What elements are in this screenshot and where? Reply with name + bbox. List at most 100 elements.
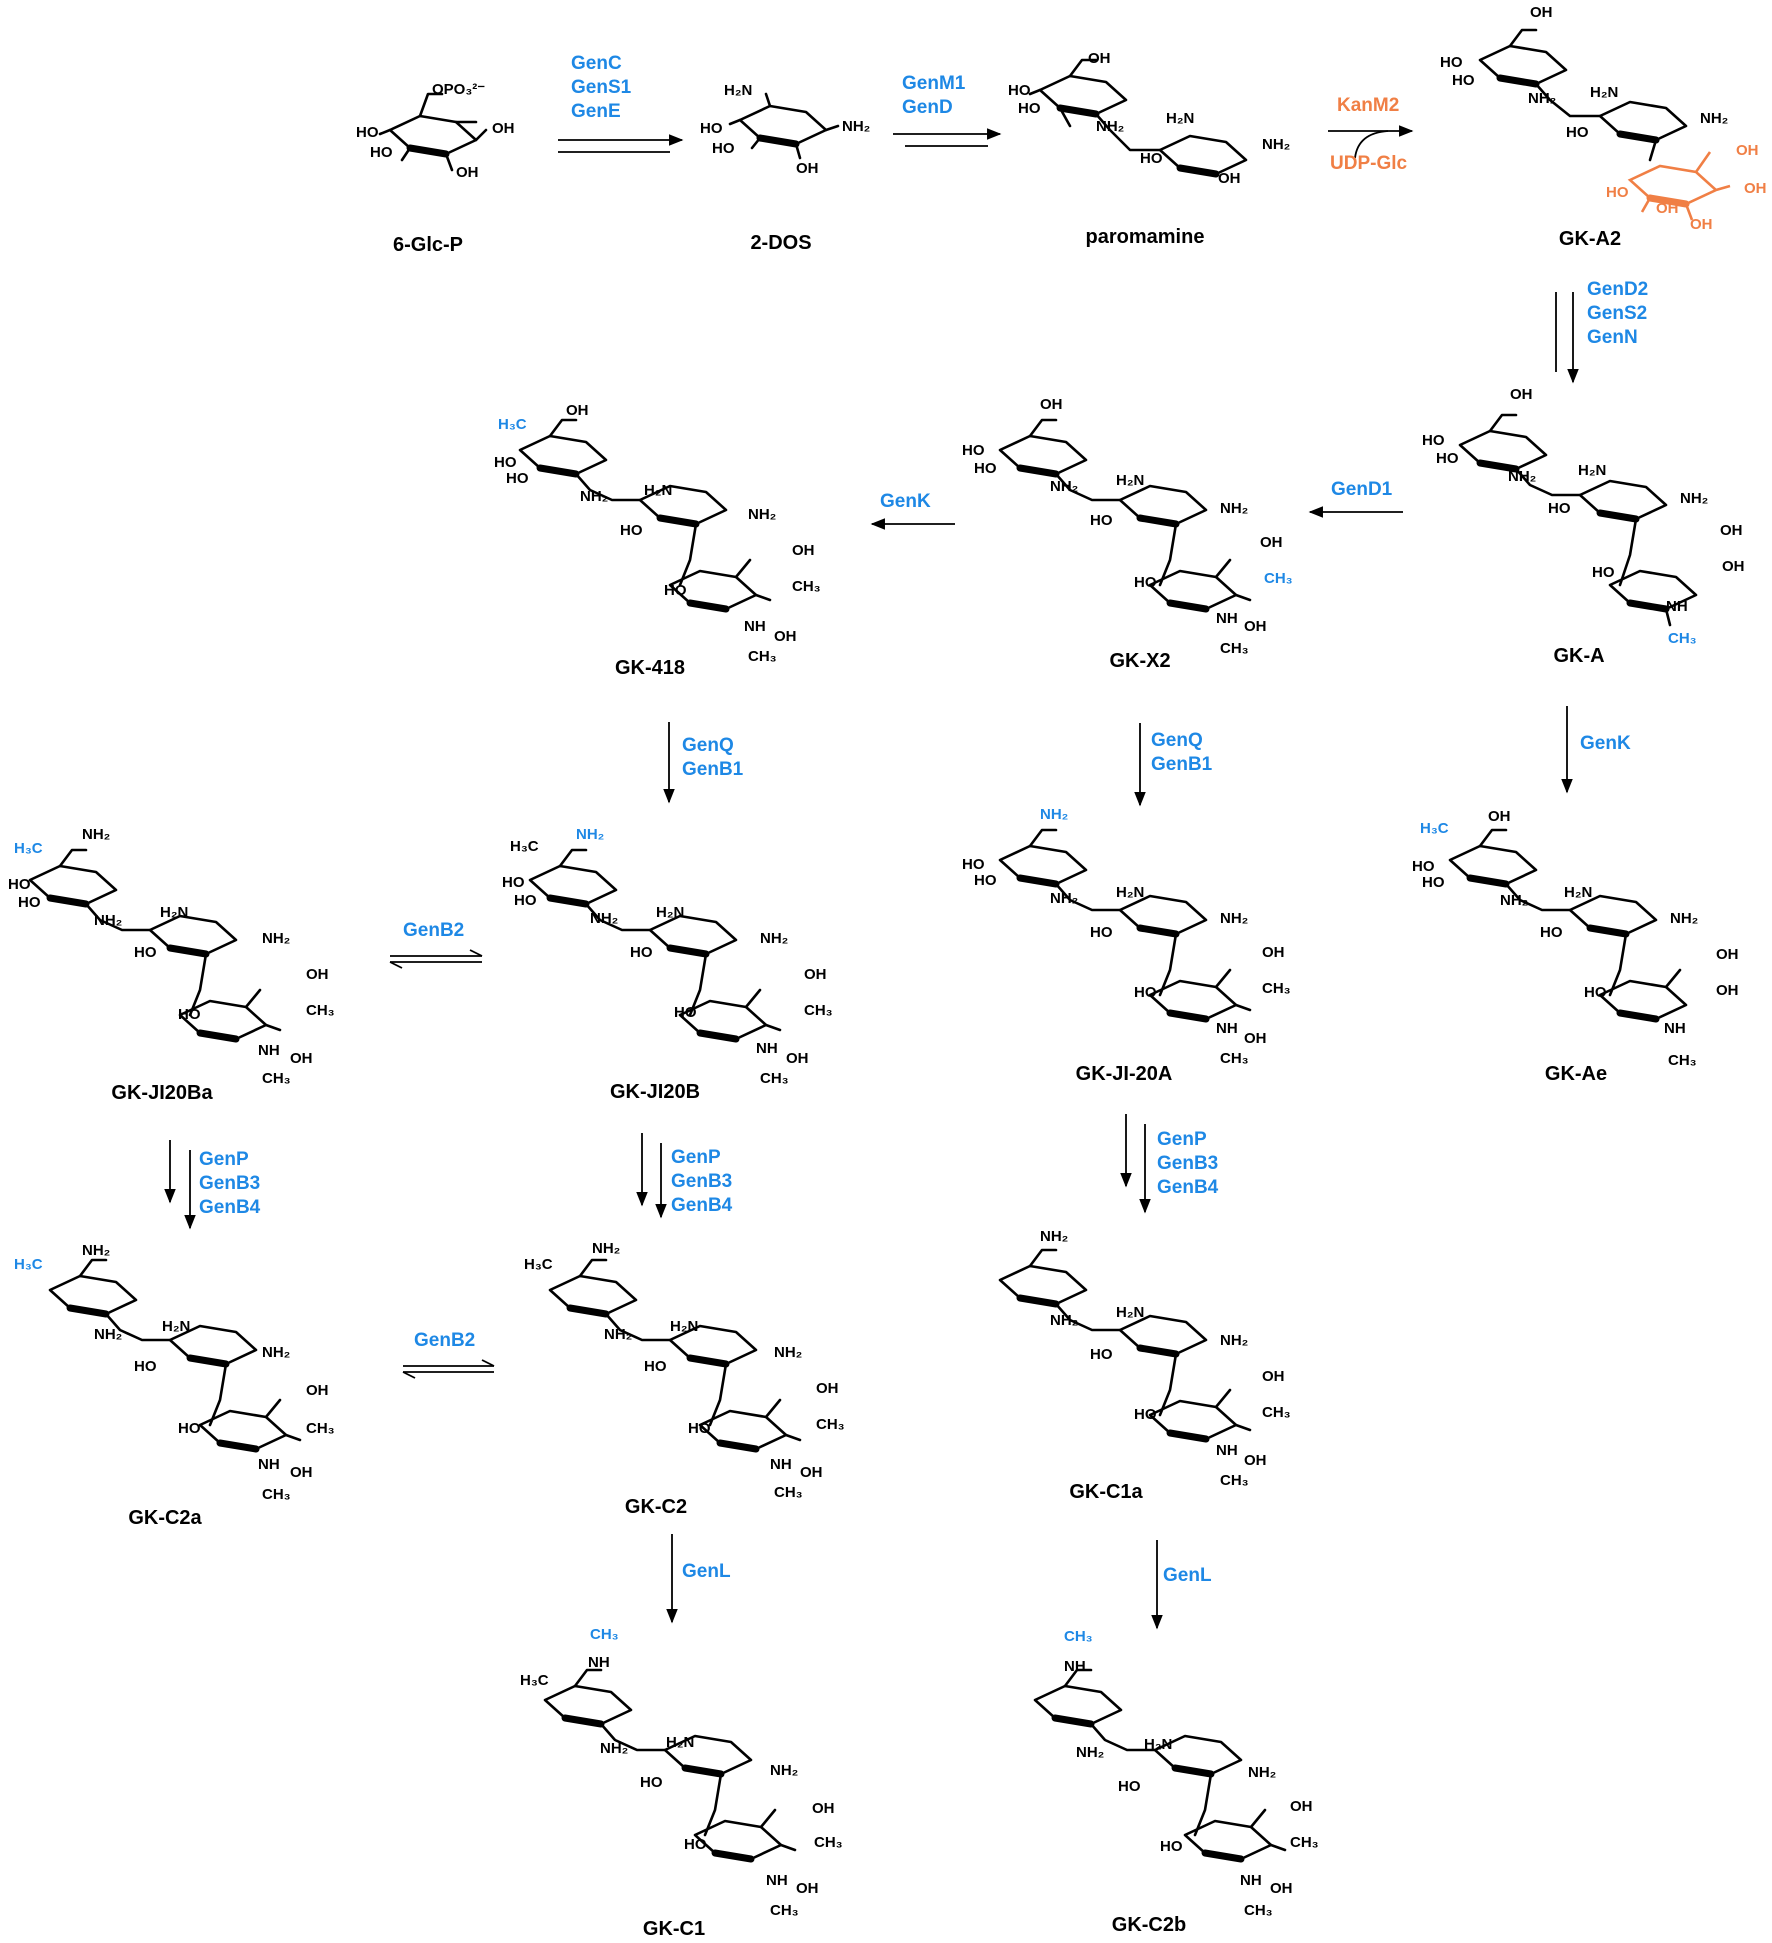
atom-label: HO xyxy=(1134,1406,1157,1423)
structure-gk-ae xyxy=(1450,828,1686,1019)
atom-label: CH₃ xyxy=(306,1420,335,1437)
atom-label: H₂N xyxy=(1116,1304,1145,1321)
atom-label: HO xyxy=(1412,858,1435,875)
atom-label: NH₂ xyxy=(82,1242,111,1259)
atom-label: H₂N xyxy=(724,82,753,99)
atom-label: OH xyxy=(290,1464,313,1481)
atom-label: HO xyxy=(962,856,985,873)
atom-label: NH₂ xyxy=(94,1326,123,1343)
enzyme-label-step12: GenP GenB3 GenB4 xyxy=(671,1147,733,1216)
atom-label: HO xyxy=(1440,54,1463,71)
atom-label: CH₃ xyxy=(262,1486,291,1503)
compound-label-gk-a2: GK-A2 xyxy=(1558,228,1622,250)
atom-label: CH₃ xyxy=(760,1070,789,1087)
atom-label: H₂N xyxy=(162,1318,191,1335)
atom-label: OH xyxy=(1488,808,1511,825)
atom-label: HO xyxy=(1008,82,1031,99)
atom-label: HO xyxy=(1548,500,1571,517)
atom-label: CH₃ xyxy=(814,1834,843,1851)
atom-label: CH₃ xyxy=(1064,1628,1093,1645)
enzyme-label-step14: GenB2 xyxy=(414,1330,476,1351)
atom-label: HO xyxy=(18,894,41,911)
atom-label: NH₂ xyxy=(1220,500,1249,517)
atom-label: HO xyxy=(620,522,643,539)
compound-label-gk-x2: GK-X2 xyxy=(1109,650,1171,672)
compound-label-6-glc-p: 6-Glc-P xyxy=(392,234,464,256)
atom-label: HO xyxy=(1134,574,1157,591)
compound-label-gk-418: GK-418 xyxy=(614,657,686,679)
atom-label: HO xyxy=(688,1420,711,1437)
atom-label: OH xyxy=(1716,982,1739,999)
atom-label: OH xyxy=(1744,180,1767,197)
atom-label: HO xyxy=(370,144,393,161)
atom-label: HO xyxy=(1090,512,1113,529)
atom-label: HO xyxy=(494,454,517,471)
atom-label: OH xyxy=(1262,944,1285,961)
atom-label: HO xyxy=(664,582,687,599)
atom-label: OH xyxy=(1722,558,1745,575)
atom-label: HO xyxy=(1160,1838,1183,1855)
atom-label: HO xyxy=(674,1004,697,1021)
compound-label-gk-a: GK-A xyxy=(1553,645,1605,667)
enzyme-label-step4: GenD2 GenS2 GenN xyxy=(1587,279,1649,348)
atom-label: H₃C xyxy=(510,838,539,855)
atom-label: HO xyxy=(974,872,997,889)
atom-label: HO xyxy=(134,944,157,961)
atom-label: NH₂ xyxy=(1050,478,1079,495)
structure-gk-a xyxy=(1460,413,1696,627)
atom-label: NH₂ xyxy=(94,912,123,929)
atom-label: NH₂ xyxy=(1262,136,1291,153)
atom-label: H₂N xyxy=(1116,472,1145,489)
structure-gk-c1 xyxy=(545,1668,797,1859)
arrow-c2a-c2-rev-head xyxy=(402,1371,416,1379)
atom-label: NH xyxy=(1064,1658,1086,1675)
atom-label: NH₂ xyxy=(770,1762,799,1779)
atom-label: HO xyxy=(178,1006,201,1023)
enzyme-label-step13: GenP GenB3 GenB4 xyxy=(1157,1129,1219,1198)
atom-label: H₂N xyxy=(160,904,189,921)
structure-gk-418 xyxy=(520,418,772,609)
enzyme-label-kanm2: KanM2 xyxy=(1337,95,1400,116)
atom-label: CH₃ xyxy=(748,648,777,665)
atom-label: CH₃ xyxy=(1220,640,1249,657)
atom-label: HO xyxy=(974,460,997,477)
atom-label: NH xyxy=(1664,1020,1686,1037)
atom-label: HO xyxy=(1606,184,1629,201)
atom-label: NH₂ xyxy=(1076,1744,1105,1761)
atom-label: NH xyxy=(766,1872,788,1889)
atom-label: OH xyxy=(1716,946,1739,963)
atom-label: H₂N xyxy=(1166,110,1195,127)
atom-label: H₃C xyxy=(498,416,527,433)
atom-label: CH₃ xyxy=(770,1902,799,1919)
atom-label: HO xyxy=(1422,874,1445,891)
compound-label-gk-ji20ba: GK-JI20Ba xyxy=(111,1082,213,1104)
atom-label: OH xyxy=(804,966,827,983)
atom-label: HO xyxy=(1592,564,1615,581)
atom-label: NH₂ xyxy=(592,1240,621,1257)
atom-label: NH₂ xyxy=(774,1344,803,1361)
atom-label: OH xyxy=(566,402,589,419)
atom-label: OH xyxy=(1244,1452,1267,1469)
arrow-ji20ba-ji20b-rev-head xyxy=(389,961,403,969)
structure-gk-c2b xyxy=(1035,1668,1287,1859)
atom-label: NH xyxy=(756,1040,778,1057)
atom-label: HO xyxy=(712,140,735,157)
atom-label: OH xyxy=(456,164,479,181)
enzyme-label-step9: GenQ GenB1 xyxy=(1151,730,1213,775)
atom-label: NH₂ xyxy=(1680,490,1709,507)
enzyme-label-step1: GenC GenS1 GenE xyxy=(571,53,632,122)
atom-label: OH xyxy=(796,1880,819,1897)
compound-label-gk-c2b: GK-C2b xyxy=(1111,1914,1187,1936)
atom-label: HO xyxy=(502,874,525,891)
atom-label: NH xyxy=(258,1042,280,1059)
atom-label: OPO₃²⁻ xyxy=(432,81,486,98)
atom-label: HO xyxy=(356,124,379,141)
enzyme-label-step15: GenL xyxy=(682,1561,731,1582)
atom-label: H₃C xyxy=(14,1256,43,1273)
enzyme-label-step16: GenL xyxy=(1163,1565,1212,1586)
arrow-udpglc-curve xyxy=(1354,130,1389,159)
compound-label-gk-ji-20a: GK-JI-20A xyxy=(1075,1063,1173,1085)
atom-label: HO xyxy=(178,1420,201,1437)
enzyme-label-step5: GenD1 xyxy=(1331,479,1393,500)
atom-label: NH₂ xyxy=(1050,1312,1079,1329)
